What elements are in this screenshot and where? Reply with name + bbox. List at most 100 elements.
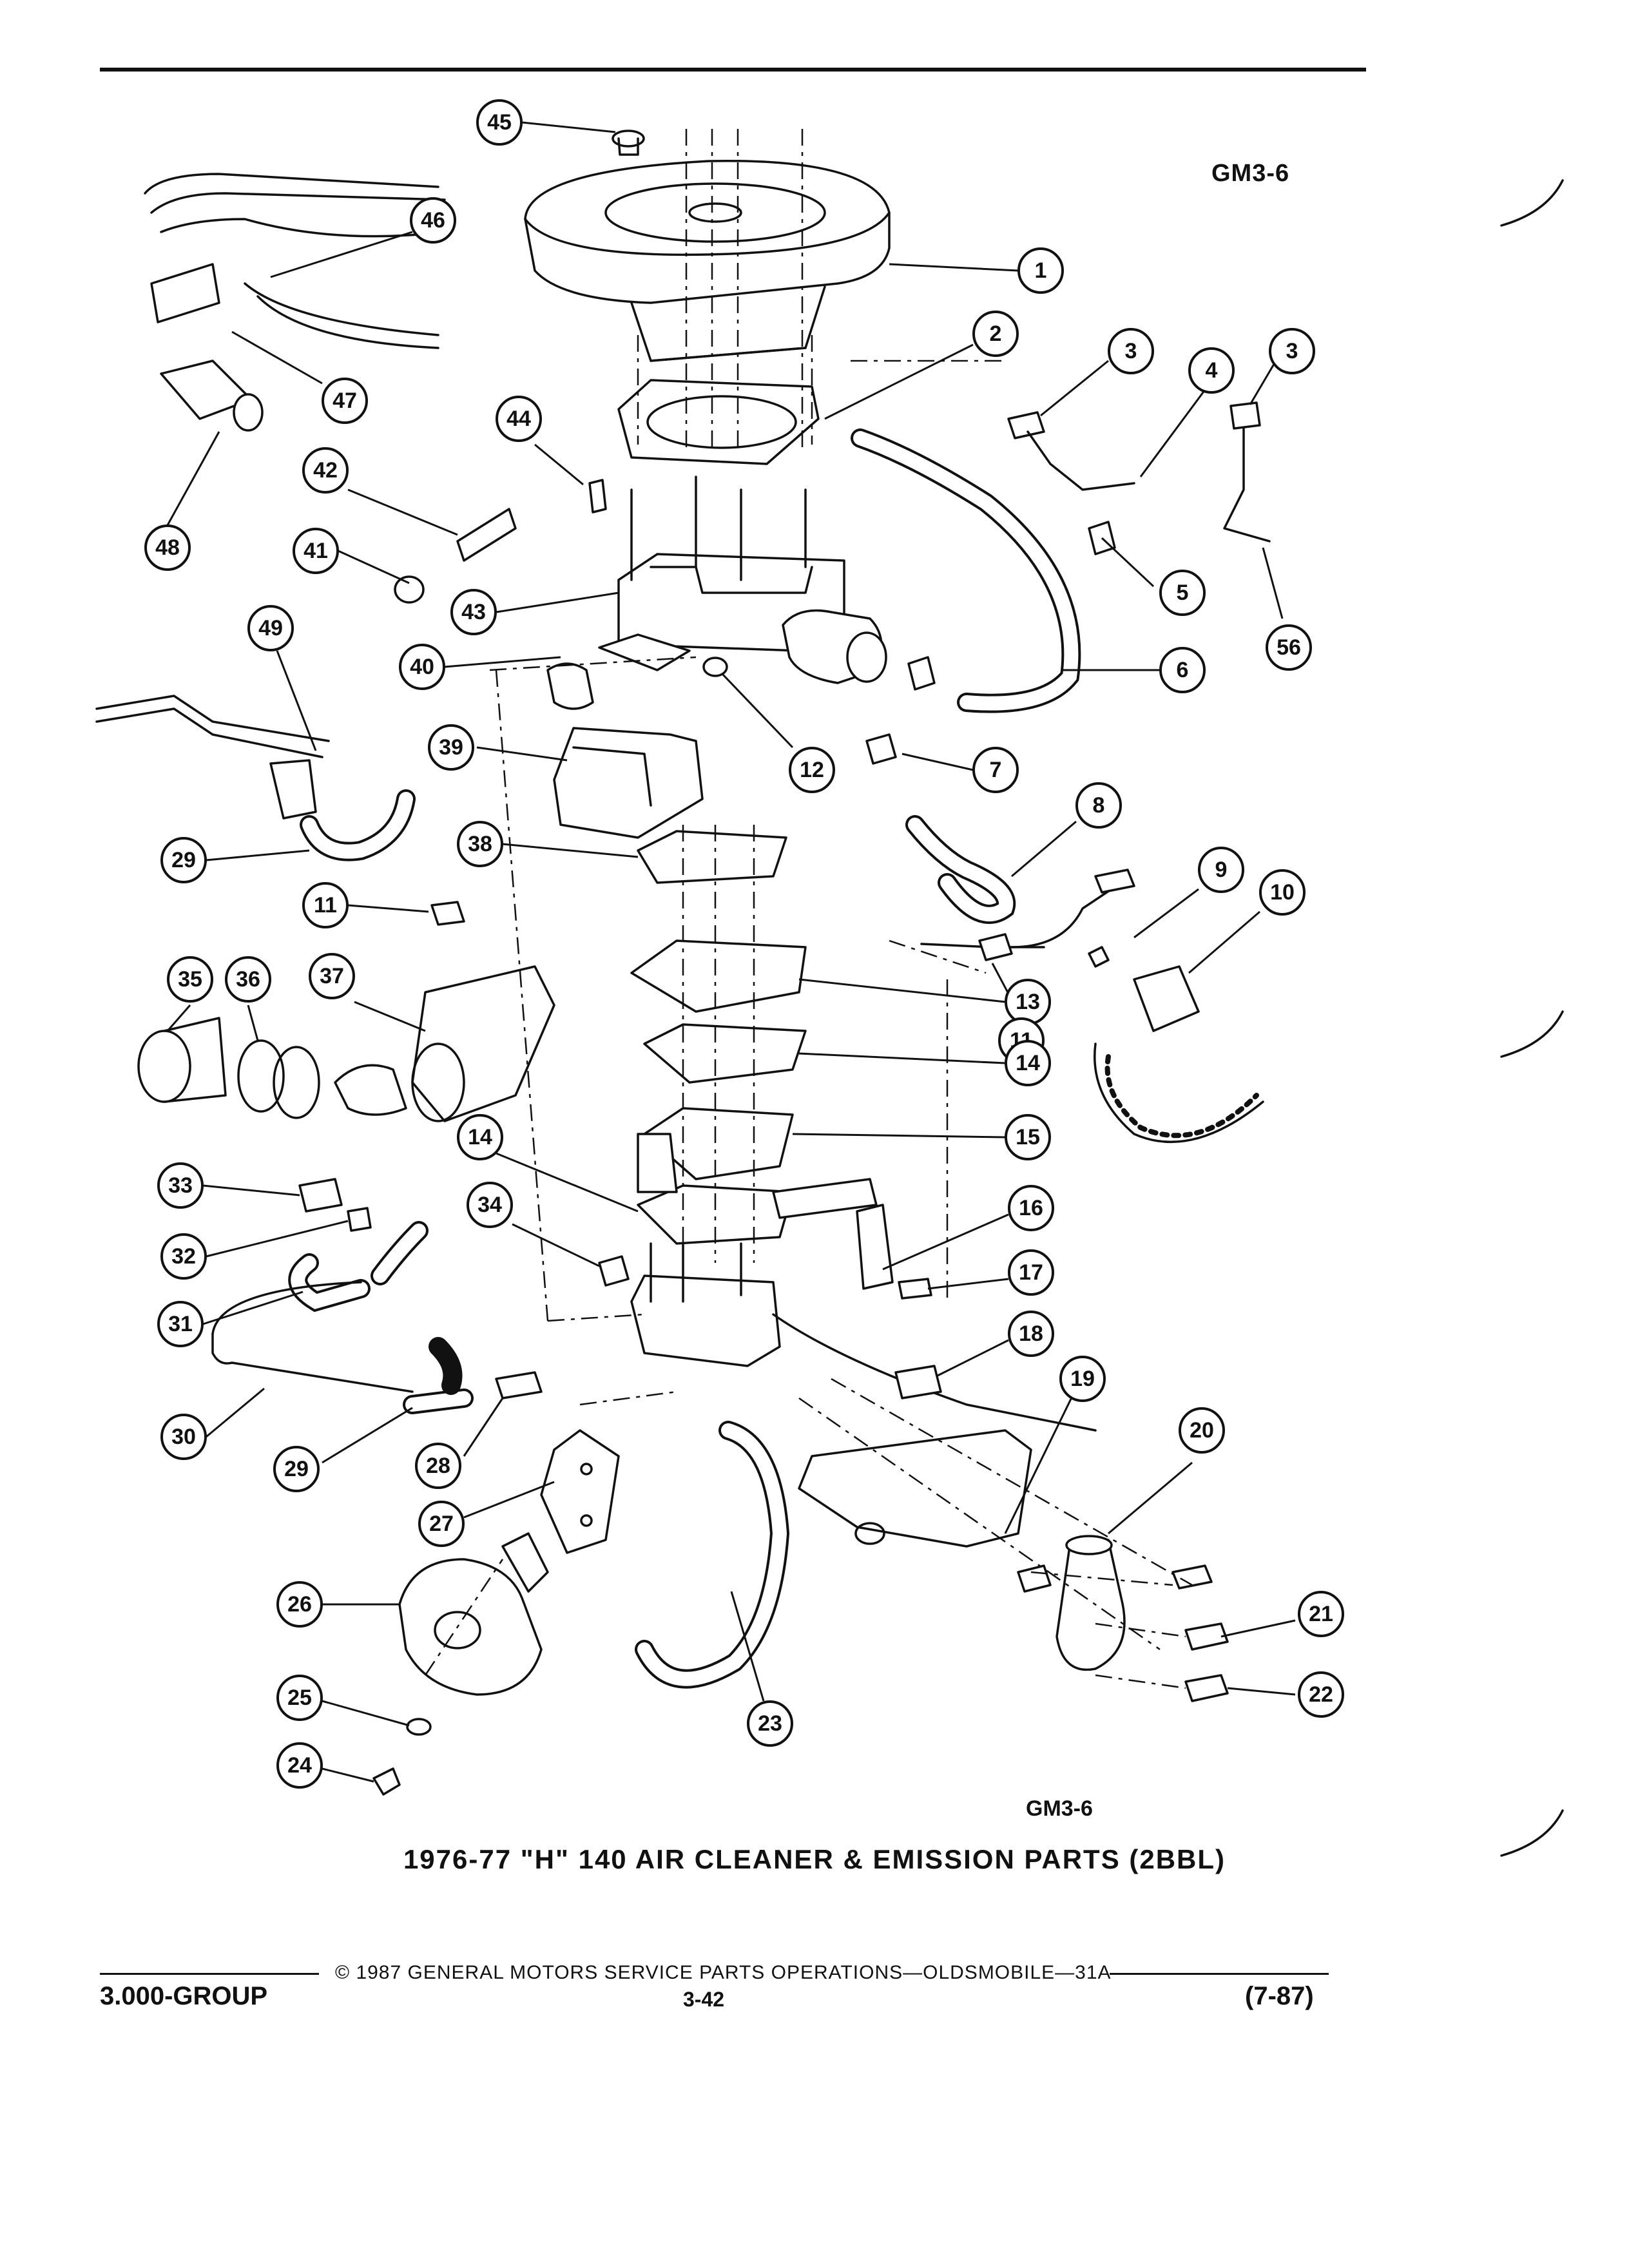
- callout-1: 1: [1017, 247, 1064, 294]
- svg-text:26: 26: [287, 1592, 312, 1617]
- wing-nut-drawing: [612, 130, 645, 156]
- svg-text:27: 27: [429, 1512, 454, 1536]
- figure-code-top: GM3-6: [1211, 160, 1290, 187]
- callout-11-left: 11: [302, 882, 349, 928]
- svg-text:37: 37: [320, 964, 344, 988]
- svg-text:46: 46: [421, 208, 445, 233]
- svg-text:49: 49: [258, 616, 283, 640]
- air-inlet-duct-drawing: [137, 965, 555, 1122]
- svg-text:36: 36: [236, 967, 260, 992]
- svg-text:39: 39: [439, 735, 463, 760]
- pump-nuts-drawing: [372, 1718, 432, 1796]
- revision-date: (7-87): [1245, 1982, 1314, 2010]
- svg-text:15: 15: [1016, 1125, 1040, 1149]
- svg-text:18: 18: [1019, 1321, 1043, 1346]
- callout-42: 42: [302, 447, 349, 494]
- callout-19: 19: [1059, 1356, 1106, 1402]
- svg-text:20: 20: [1190, 1418, 1214, 1443]
- svg-text:5: 5: [1177, 581, 1189, 605]
- callout-20: 20: [1179, 1407, 1225, 1454]
- callout-7: 7: [972, 747, 1019, 793]
- support-bracket-drawing: [798, 1429, 1032, 1548]
- figure-title: 1976-77 "H" 140 AIR CLEANER & EMISSION P…: [403, 1844, 1226, 1874]
- footer-rule-left: [100, 1973, 319, 1975]
- svg-text:14: 14: [1016, 1051, 1040, 1075]
- vapor-lines-drawing: [95, 173, 446, 1393]
- top-rule: [100, 68, 1366, 72]
- callout-22: 22: [1298, 1671, 1344, 1718]
- svg-text:44: 44: [506, 407, 531, 431]
- svg-text:56: 56: [1277, 635, 1301, 660]
- svg-text:40: 40: [410, 655, 434, 679]
- callout-39: 39: [428, 724, 474, 771]
- callout-30: 30: [160, 1414, 207, 1460]
- callout-35: 35: [167, 956, 213, 1003]
- callout-47: 47: [322, 378, 368, 424]
- svg-text:8: 8: [1093, 793, 1105, 818]
- svg-text:29: 29: [171, 848, 196, 872]
- callout-41: 41: [293, 528, 339, 574]
- svg-text:38: 38: [468, 832, 492, 856]
- callout-14-right: 14: [1005, 1040, 1051, 1086]
- svg-text:7: 7: [990, 758, 1002, 782]
- callout-34: 34: [467, 1182, 513, 1228]
- callout-48: 48: [144, 524, 191, 571]
- callout-8: 8: [1075, 782, 1122, 829]
- svg-text:41: 41: [304, 539, 328, 563]
- callout-26: 26: [276, 1581, 323, 1628]
- callout-10: 10: [1259, 869, 1306, 916]
- svg-text:35: 35: [178, 967, 202, 992]
- callout-25: 25: [276, 1675, 323, 1721]
- callout-28: 28: [415, 1443, 461, 1489]
- callout-43: 43: [450, 589, 497, 635]
- callout-32: 32: [160, 1233, 207, 1280]
- callout-4: 4: [1188, 347, 1235, 394]
- air-cleaner-gasket-drawing: [617, 379, 820, 465]
- svg-text:6: 6: [1177, 658, 1189, 682]
- svg-text:22: 22: [1309, 1682, 1333, 1707]
- svg-text:4: 4: [1206, 358, 1218, 383]
- small-fittings-drawing: [298, 401, 1271, 1593]
- callout-13: 13: [1005, 979, 1051, 1025]
- svg-text:2: 2: [990, 322, 1002, 346]
- svg-text:45: 45: [487, 110, 512, 135]
- callout-12: 12: [789, 747, 835, 793]
- callout-14-left: 14: [457, 1114, 503, 1160]
- svg-text:29: 29: [284, 1457, 309, 1481]
- svg-text:42: 42: [313, 458, 338, 483]
- callout-36: 36: [225, 956, 271, 1003]
- footer-rule-right: [1110, 1973, 1329, 1975]
- svg-text:14: 14: [468, 1125, 492, 1149]
- air-pump-drawing: [398, 1532, 549, 1696]
- bolts-drawing: [1171, 1564, 1229, 1702]
- callout-6: 6: [1159, 647, 1206, 693]
- svg-text:16: 16: [1019, 1196, 1043, 1220]
- svg-text:3: 3: [1286, 339, 1298, 363]
- callout-37: 37: [309, 953, 355, 999]
- callout-3: 3: [1108, 328, 1154, 374]
- callout-27: 27: [418, 1501, 465, 1547]
- svg-text:11: 11: [314, 893, 337, 918]
- part-illustrations: [95, 129, 1271, 1796]
- callout-46: 46: [410, 197, 456, 244]
- callout-24: 24: [276, 1742, 323, 1789]
- callout-21: 21: [1298, 1591, 1344, 1637]
- figure-code-bottom: GM3-6: [1026, 1796, 1093, 1821]
- copyright-notice: © 1987 GENERAL MOTORS SERVICE PARTS OPER…: [335, 1962, 1112, 1983]
- svg-text:48: 48: [155, 535, 180, 560]
- callout-38: 38: [457, 821, 503, 867]
- page-number: 3-42: [683, 1988, 725, 2011]
- hoses-drawing: [288, 428, 1081, 1689]
- air-injection-elbow-drawing: [1055, 1535, 1126, 1671]
- svg-text:17: 17: [1019, 1260, 1043, 1285]
- svg-text:13: 13: [1016, 990, 1040, 1014]
- svg-text:30: 30: [171, 1425, 196, 1449]
- carburetor-drawing: [617, 476, 887, 684]
- relay-harness-drawing: [920, 869, 1264, 1144]
- svg-text:28: 28: [426, 1454, 450, 1478]
- svg-text:25: 25: [287, 1686, 312, 1710]
- carb-adapter-drawing: [546, 633, 704, 839]
- callout-56: 56: [1266, 624, 1312, 671]
- callout-44: 44: [496, 396, 542, 442]
